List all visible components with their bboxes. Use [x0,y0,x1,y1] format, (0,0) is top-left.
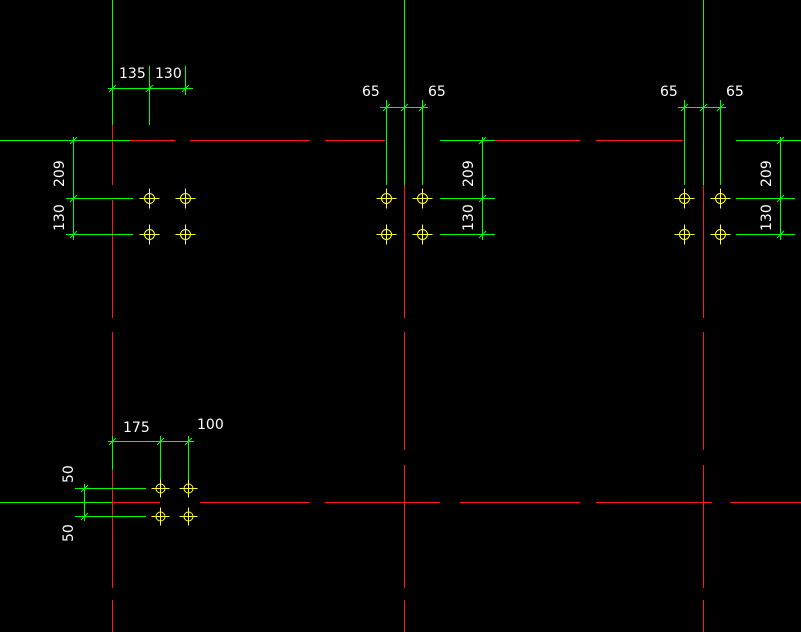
tick [382,103,391,112]
bolt-hole-icon[interactable] [412,188,433,209]
dimension-label: 65 [726,84,744,100]
bolt-hole-icon[interactable] [710,188,731,209]
tick [108,437,117,446]
tick [776,136,785,145]
tick [80,484,89,493]
axis-lines [112,125,801,632]
dimension-label: 50 [61,465,77,483]
dimension-label: 209 [52,160,68,187]
dimension-label: 50 [61,524,77,542]
dimension-ticks [69,84,785,521]
tick [478,230,487,239]
green-lines [0,0,801,521]
tick [716,103,725,112]
bolt-hole-icon[interactable] [175,188,196,209]
dimension-label: 130 [759,204,775,231]
bolt-hole-icon[interactable] [376,188,397,209]
bolt-hole-icon[interactable] [179,507,198,526]
bolt-hole-icon[interactable] [674,188,695,209]
bolt-hole-icon[interactable] [674,224,695,245]
tick [699,103,708,112]
tick [478,194,487,203]
tick [418,103,427,112]
bolt-hole-icon[interactable] [376,224,397,245]
tick [69,136,78,145]
dimension-label: 65 [660,84,678,100]
dimension-label: 65 [362,84,380,100]
tick [184,437,193,446]
tick [108,84,117,93]
bolt-hole-icon[interactable] [139,224,160,245]
bolt-hole-icon[interactable] [710,224,731,245]
bolt-hole-icon[interactable] [151,479,170,498]
tick [69,230,78,239]
tick [80,512,89,521]
tick [400,103,409,112]
tick [69,194,78,203]
dimension-label: 209 [759,160,775,187]
bolt-hole-icon[interactable] [175,224,196,245]
dimension-label: 130 [461,204,477,231]
dimension-label: 65 [428,84,446,100]
tick [478,136,487,145]
dimension-label: 209 [461,160,477,187]
tick [680,103,689,112]
bolt-holes [139,188,731,526]
tick [181,84,190,93]
tick [776,194,785,203]
dimension-label: 130 [155,66,182,82]
tick [156,437,165,446]
tick [776,230,785,239]
dimension-label: 175 [123,420,150,436]
dimension-label: 130 [52,204,68,231]
tick [145,84,154,93]
bolt-hole-icon[interactable] [139,188,160,209]
bolt-hole-icon[interactable] [179,479,198,498]
dimension-labels: 135 130 209 130 65 65 209 130 65 65 209 … [52,66,775,542]
dimension-label: 135 [119,66,146,82]
bolt-hole-icon[interactable] [151,507,170,526]
bolt-hole-icon[interactable] [412,224,433,245]
dimension-label: 100 [197,417,224,433]
